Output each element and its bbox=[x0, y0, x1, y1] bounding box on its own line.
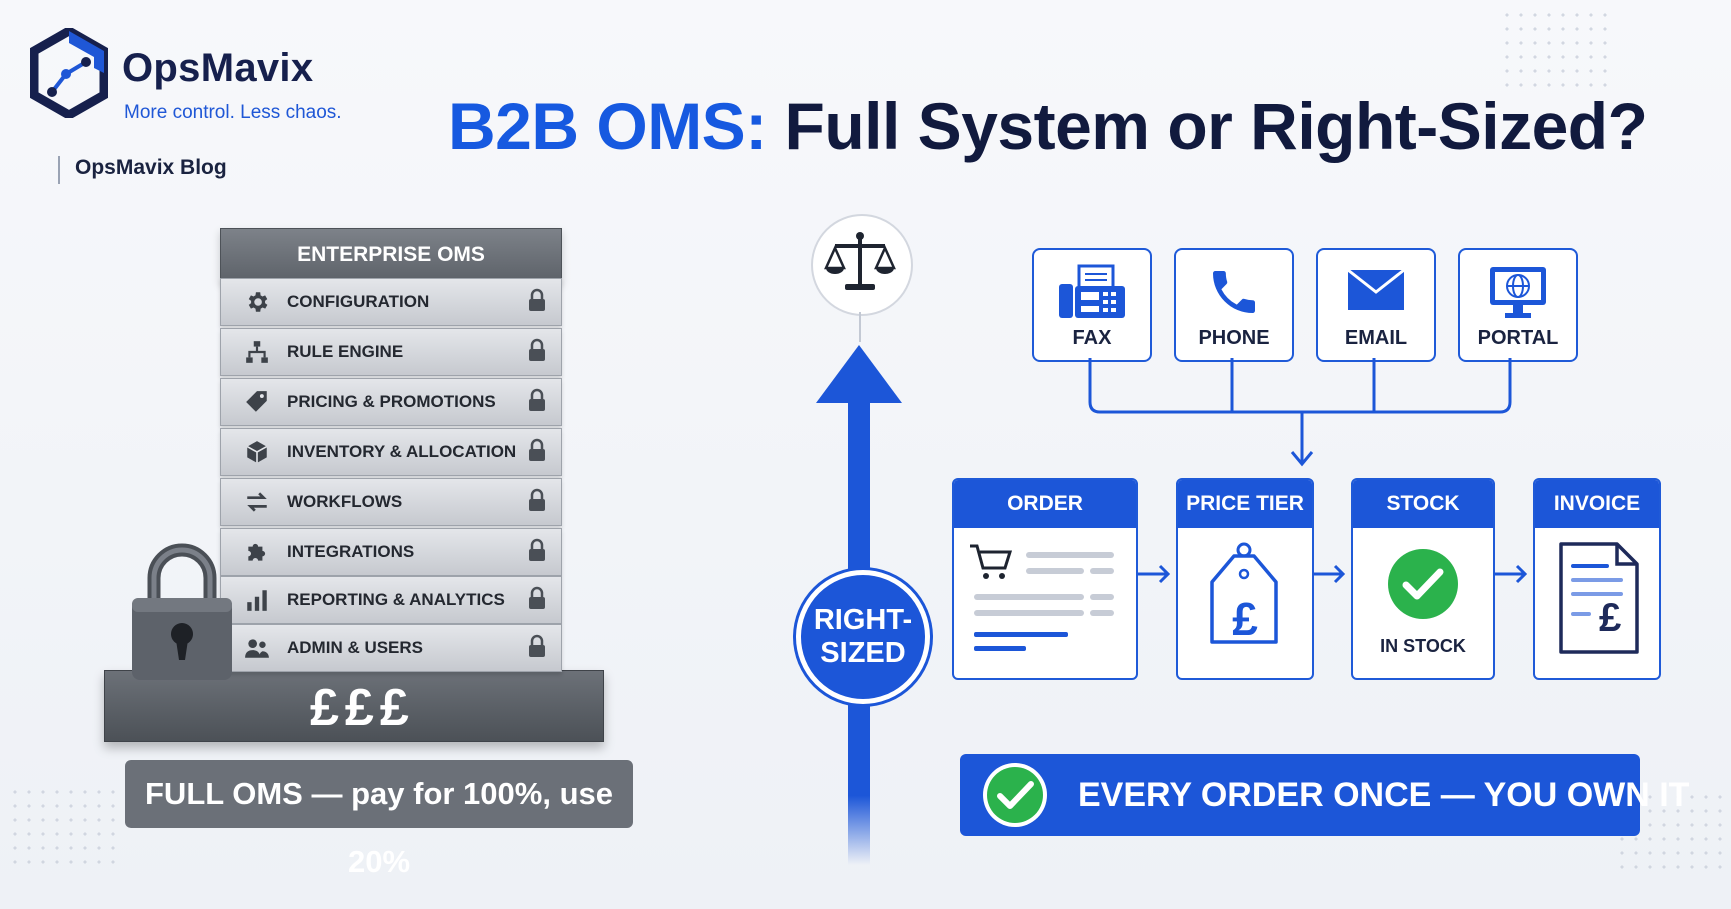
module-admin: ADMIN & USERS bbox=[220, 624, 562, 672]
step-order: ORDER bbox=[952, 478, 1138, 680]
channel-phone: PHONE bbox=[1174, 248, 1294, 362]
step-stock-check: STOCK CHECK IN STOCK bbox=[1351, 478, 1495, 680]
bottom-banner bbox=[960, 754, 1640, 836]
module-label: INTEGRATIONS bbox=[287, 542, 415, 561]
module-inventory: INVENTORY & ALLOCATION bbox=[220, 428, 562, 476]
module-workflows: WORKFLOWS bbox=[220, 478, 562, 526]
envelope-icon bbox=[1318, 264, 1434, 314]
step-label: PRICE TIER bbox=[1178, 480, 1312, 528]
right-sized-badge: RIGHT- SIZED bbox=[796, 570, 930, 704]
module-pricing: PRICING & PROMOTIONS bbox=[220, 378, 562, 426]
full-oms-caption: FULL OMS — pay for 100%, use 20% bbox=[125, 760, 633, 879]
enterprise-oms-header: ENTERPRISE OMS bbox=[220, 228, 562, 282]
brand-tagline: More control. Less chaos. bbox=[124, 102, 342, 123]
module-label: PRICING & PROMOTIONS bbox=[287, 392, 496, 411]
check-icon bbox=[1388, 549, 1458, 619]
channel-label: PORTAL bbox=[1477, 327, 1559, 349]
scale-icon bbox=[824, 232, 896, 290]
step-label: ORDER bbox=[954, 480, 1136, 528]
fax-icon bbox=[1034, 264, 1150, 320]
lock-icon bbox=[527, 586, 547, 615]
channel-connectors bbox=[1088, 358, 1512, 467]
padlock-icon bbox=[132, 543, 232, 680]
monitor-icon bbox=[1460, 264, 1576, 320]
box-icon bbox=[237, 439, 277, 465]
step-price-tier: PRICE TIER £ bbox=[1176, 478, 1314, 680]
channel-label: FAX bbox=[1072, 327, 1112, 349]
channel-label: EMAIL bbox=[1344, 327, 1408, 349]
module-label: RULE ENGINE bbox=[287, 342, 404, 361]
right-sized-line-2: SIZED bbox=[820, 637, 906, 669]
lock-icon bbox=[527, 634, 547, 663]
lock-icon bbox=[527, 338, 547, 367]
channel-label: PHONE bbox=[1198, 327, 1270, 349]
title-part-2: Full System or Right-Sized? bbox=[784, 89, 1648, 163]
channel-fax: FAX bbox=[1032, 248, 1152, 362]
page-title: B2B OMS: Full System or Right-Sized? bbox=[448, 88, 1648, 164]
lock-icon bbox=[527, 388, 547, 417]
invoice-symbol: £ bbox=[1599, 596, 1622, 640]
hierarchy-icon bbox=[237, 339, 277, 365]
step-label: INVOICE bbox=[1535, 480, 1659, 528]
flow-arrow bbox=[1313, 564, 1346, 584]
gear-icon bbox=[237, 289, 277, 315]
module-label: INVENTORY & ALLOCATION bbox=[287, 442, 517, 461]
users-icon bbox=[237, 635, 277, 661]
bar-chart-icon bbox=[237, 587, 277, 613]
flow-arrow bbox=[1138, 564, 1171, 584]
price-symbol: £ bbox=[1232, 593, 1258, 645]
brand-name: OpsMavix bbox=[122, 46, 314, 90]
cost-symbols: £££ bbox=[310, 679, 415, 737]
right-sized-line-1: RIGHT- bbox=[813, 604, 913, 636]
lock-icon bbox=[527, 438, 547, 467]
dot-pattern bbox=[8, 785, 118, 865]
phone-icon bbox=[1176, 264, 1292, 320]
lock-icon bbox=[527, 488, 547, 517]
channel-email: EMAIL bbox=[1316, 248, 1436, 362]
lock-icon bbox=[527, 288, 547, 317]
puzzle-icon bbox=[237, 539, 277, 565]
order-lines bbox=[974, 552, 1114, 651]
tag-icon bbox=[237, 389, 277, 415]
flow-arrow bbox=[1495, 564, 1528, 584]
module-rule-engine: RULE ENGINE bbox=[220, 328, 562, 376]
cart-icon bbox=[970, 544, 1012, 579]
arrows-icon bbox=[237, 489, 277, 515]
stock-status: IN STOCK bbox=[1380, 636, 1466, 656]
module-reporting: REPORTING & ANALYTICS bbox=[220, 576, 562, 624]
module-label: ADMIN & USERS bbox=[287, 638, 424, 657]
module-label: WORKFLOWS bbox=[287, 492, 403, 511]
divider bbox=[58, 156, 60, 184]
module-configuration: CONFIGURATION bbox=[220, 278, 562, 326]
price-tag-icon bbox=[1210, 542, 1278, 644]
connector-line bbox=[859, 312, 861, 342]
step-label: STOCK CHECK bbox=[1353, 480, 1493, 563]
check-icon bbox=[983, 763, 1047, 827]
invoice-icon bbox=[1559, 542, 1639, 654]
channel-portal: PORTAL bbox=[1458, 248, 1578, 362]
step-invoice: INVOICE £ bbox=[1533, 478, 1661, 680]
banner-text: EVERY ORDER ONCE — YOU OWN IT bbox=[1078, 776, 1690, 814]
opsmavix-logo-icon bbox=[30, 28, 108, 118]
module-label: REPORTING & ANALYTICS bbox=[287, 590, 505, 609]
blog-label: OpsMavix Blog bbox=[75, 156, 227, 179]
lock-icon bbox=[527, 538, 547, 567]
dot-pattern bbox=[1500, 8, 1610, 88]
title-part-1: B2B OMS: bbox=[448, 89, 767, 163]
module-integrations: INTEGRATIONS bbox=[220, 528, 562, 576]
module-label: CONFIGURATION bbox=[287, 292, 430, 311]
